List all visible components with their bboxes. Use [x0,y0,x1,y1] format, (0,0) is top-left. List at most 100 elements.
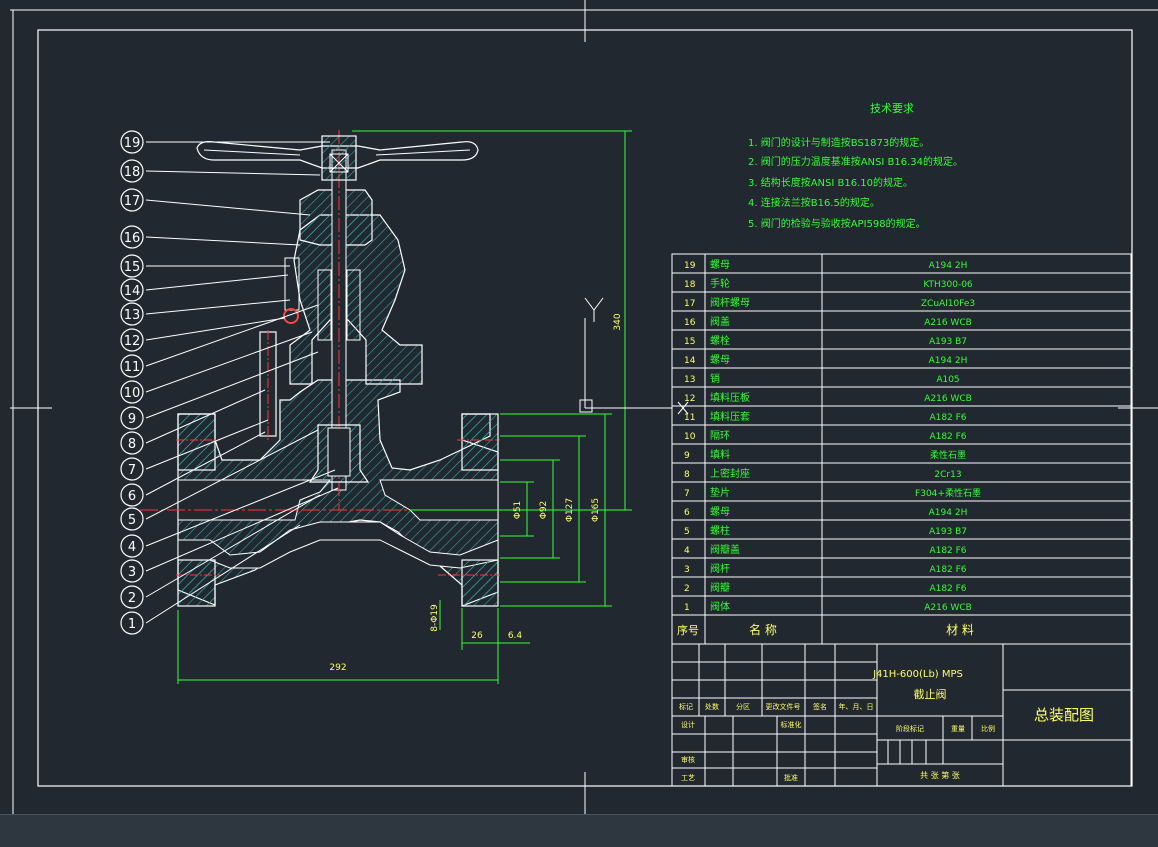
dim-w2: 6.4 [508,631,523,641]
part-name: 隔环 [710,430,730,442]
part-name: 垫片 [710,486,730,499]
svg-text:5: 5 [128,513,136,528]
balloon-18: 18 [120,159,144,183]
part-name: 螺母 [710,506,730,518]
part-material: A194 2H [929,356,968,366]
tb-weight: 重量 [951,725,965,733]
balloon-9: 9 [120,406,144,430]
svg-text:4: 4 [128,540,136,555]
svg-text:2: 2 [128,591,136,606]
svg-text:11: 11 [124,360,141,375]
part-no: 13 [684,375,695,385]
part-material: A194 2H [929,261,968,271]
part-material: F304+柔性石墨 [915,487,981,499]
balloon-19: 19 [120,130,144,154]
tb-drawing-name: 总装配图 [1034,706,1094,724]
tb-model: J41H-600(Lb) MPS [872,669,963,680]
balloon-8: 8 [120,431,144,455]
part-no: 8 [684,470,690,480]
svg-text:19: 19 [124,136,141,151]
dim-d1: Φ51 [513,501,523,520]
balloon-6: 6 [120,483,144,507]
part-name: 螺母 [710,354,730,366]
dim-d4: Φ165 [591,498,601,522]
part-no: 6 [684,508,690,518]
svg-text:17: 17 [124,194,141,209]
part-no: 17 [684,299,695,309]
part-material: A182 F6 [929,413,966,423]
part-name: 填料压套 [710,410,750,423]
balloon-10: 10 [120,380,144,404]
part-name: 手轮 [710,277,730,290]
part-name: 阀瓣盖 [710,543,740,556]
tb-label: 年、月、日 [839,702,874,711]
tech-req-item: 4. 连接法兰按B16.5的规定。 [748,196,880,209]
balloon-13: 13 [120,302,144,326]
svg-text:9: 9 [128,412,136,427]
tb-label: 签名 [813,702,827,711]
balloon-1: 1 [120,611,144,635]
tech-req-item: 1. 阀门的设计与制造按BS1873的规定。 [748,136,929,149]
part-no: 4 [684,546,690,556]
svg-text:3: 3 [128,565,136,580]
svg-text:1: 1 [128,617,136,632]
part-material: A182 F6 [929,432,966,442]
dim-bolt: 8-Φ19 [430,604,440,632]
dim-length: 292 [329,663,346,673]
tb-label: 标记 [679,702,693,711]
balloon-4: 4 [120,534,144,558]
part-name: 销 [710,372,720,385]
part-no: 1 [684,603,690,613]
part-no: 15 [684,337,695,347]
part-name: 阀杆 [710,562,730,575]
svg-text:7: 7 [128,463,136,478]
tb-standard: 标准化 [781,720,802,729]
dim-d3: Φ127 [565,498,575,522]
part-name: 阀杆螺母 [710,296,750,309]
part-no: 5 [684,527,690,537]
balloon-17: 17 [120,188,144,212]
part-name: 填料 [710,448,730,461]
tech-req-item: 5. 阀门的检验与验收按API598的规定。 [748,217,926,230]
svg-text:15: 15 [124,260,141,275]
tb-label: 处数 [705,702,719,711]
svg-text:6: 6 [128,489,136,504]
tech-requirements: 技术要求 1. 阀门的设计与制造按BS1873的规定。 2. 阀门的压力温度基准… [748,102,963,230]
svg-text:8: 8 [128,437,136,452]
part-no: 11 [684,413,695,423]
part-name: 螺母 [710,259,730,271]
svg-text:14: 14 [124,284,141,299]
part-material: A194 2H [929,508,968,518]
tb-product: 截止阀 [914,687,947,701]
part-no: 3 [684,565,690,575]
ucs-icon [579,297,689,415]
svg-text:16: 16 [124,231,141,246]
tech-req-item: 2. 阀门的压力温度基准按ANSI B16.34的规定。 [748,155,963,168]
part-material: KTH300-06 [923,280,973,290]
tb-stage: 阶段标记 [896,724,924,733]
svg-text:18: 18 [124,165,141,180]
part-material: 2Cr13 [934,470,961,480]
part-no: 9 [684,451,690,461]
tb-sheets: 共 张 第 张 [920,770,960,780]
part-material: A193 B7 [929,337,967,347]
part-name: 上密封座 [710,467,750,480]
title-block [671,643,1132,787]
part-no: 19 [684,261,696,271]
part-name: 阀体 [710,600,730,613]
tb-design: 设计 [681,720,695,729]
dim-d2: Φ92 [539,501,549,520]
valve-section[interactable] [140,130,540,607]
part-no: 12 [684,394,695,404]
